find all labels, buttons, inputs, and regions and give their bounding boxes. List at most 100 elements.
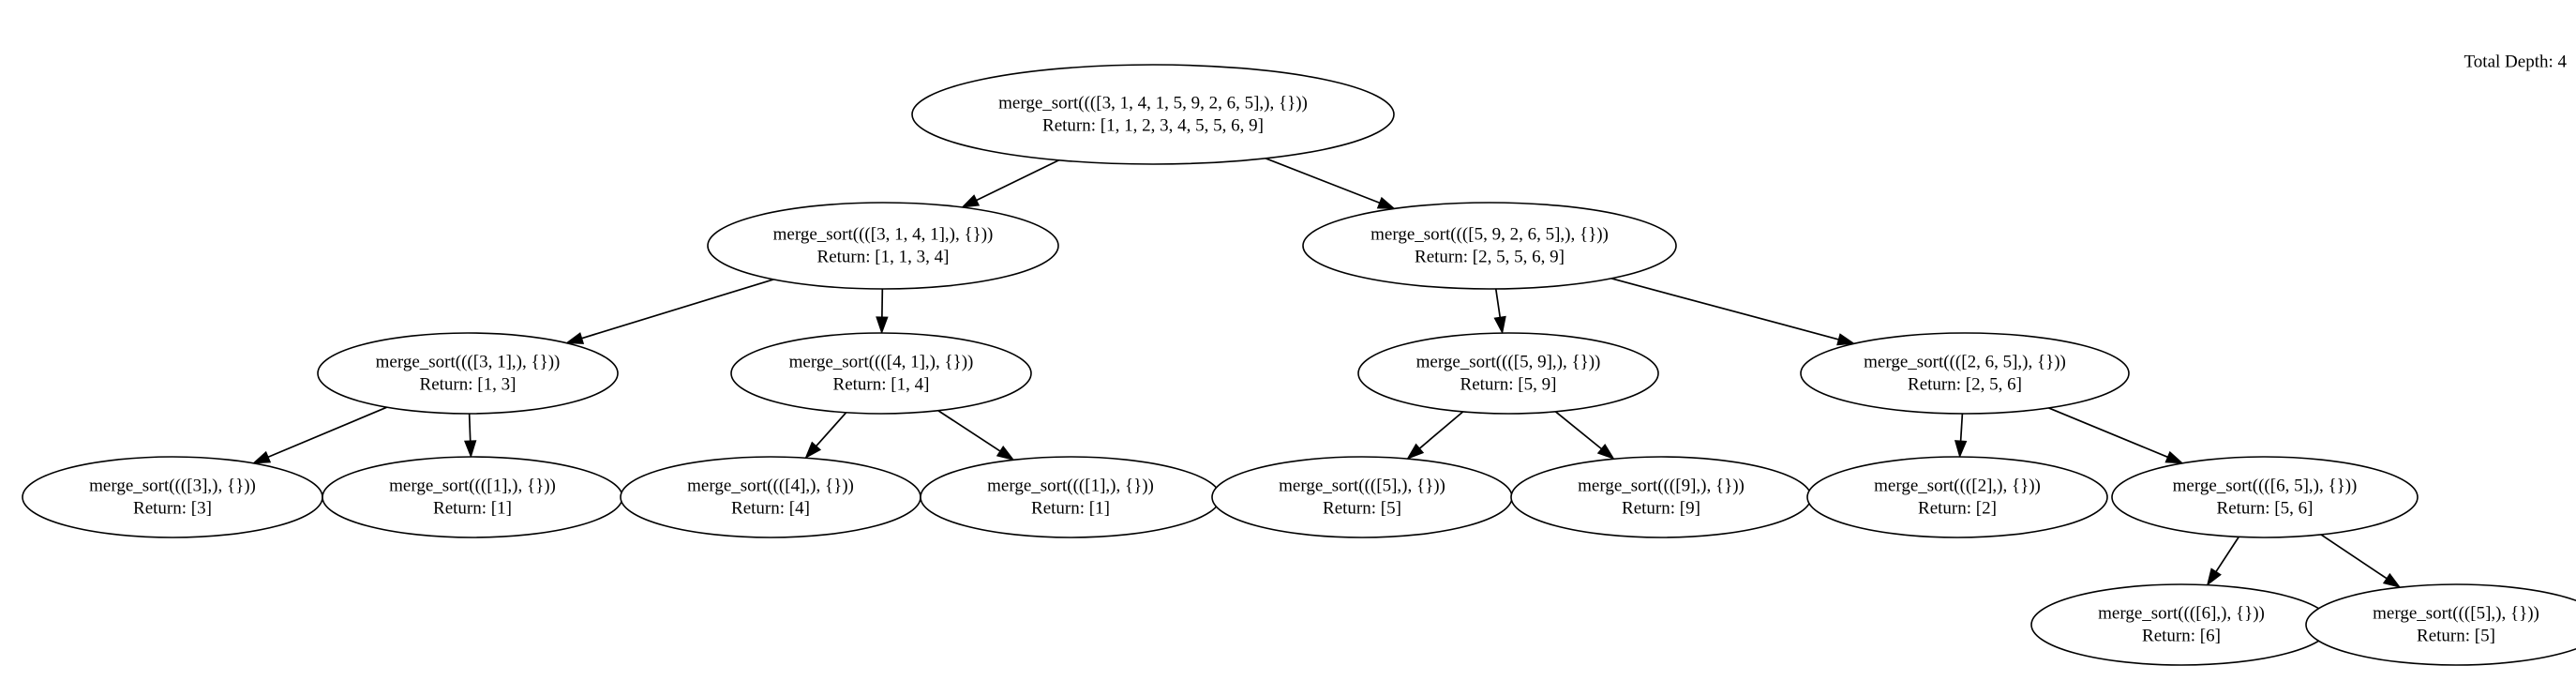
node-call-label: merge_sort((([5],), {})) xyxy=(1279,476,1445,495)
node-return-label: Return: [1] xyxy=(1031,498,1110,518)
arrowhead-icon xyxy=(464,440,477,459)
arrowhead-icon xyxy=(804,441,822,460)
tree-node[interactable]: merge_sort((([1],), {})) Return: [1] xyxy=(920,456,1221,538)
tree-edge xyxy=(937,410,1015,461)
tree-node[interactable]: merge_sort((([1],), {})) Return: [1] xyxy=(322,456,623,538)
tree-edge xyxy=(804,412,847,460)
node-return-label: Return: [6] xyxy=(2142,626,2221,645)
node-return-label: Return: [3] xyxy=(133,498,212,518)
node-ellipse xyxy=(22,456,323,538)
tree-node[interactable]: merge_sort((([3, 1, 4, 1, 5, 9, 2, 6, 5]… xyxy=(911,64,1395,165)
arrowhead-icon xyxy=(2164,450,2184,464)
node-return-label: Return: [2, 5, 6] xyxy=(1908,374,2022,394)
edge-line xyxy=(2048,407,2168,459)
tree-node[interactable]: merge_sort((([2],), {}))Return: [2] xyxy=(1806,456,2108,538)
node-ellipse xyxy=(707,202,1059,290)
tree-node[interactable]: merge_sort((([4, 1],), {})) Return: [1, 4… xyxy=(730,332,1032,415)
arrowhead-icon xyxy=(564,332,585,344)
node-call-label: merge_sort((([3, 1, 4, 1, 5, 9, 2, 6, 5]… xyxy=(998,93,1308,113)
tree-edge xyxy=(464,413,477,459)
arrowhead-icon xyxy=(1493,315,1506,335)
node-ellipse xyxy=(1211,456,1513,538)
arrowhead-icon xyxy=(251,450,272,464)
edge-line xyxy=(2320,534,2388,580)
node-call-label: merge_sort((([5, 9, 2, 6, 5],), {})) xyxy=(1370,224,1609,244)
edge-line xyxy=(468,413,472,442)
arrowhead-icon xyxy=(996,446,1015,461)
node-call-label: merge_sort((([3, 1, 4, 1],), {})) xyxy=(773,224,994,244)
arrowhead-icon xyxy=(1954,440,1968,459)
node-return-label: Return: [5, 9] xyxy=(1460,374,1557,394)
tree-node[interactable]: merge_sort((([3],), {})) Return: [3] xyxy=(22,456,323,538)
tree-node[interactable]: merge_sort((([3, 1, 4, 1],), {})) Return:… xyxy=(707,202,1059,290)
tree-edge xyxy=(2206,536,2239,586)
node-ellipse xyxy=(620,456,921,538)
edge-line xyxy=(1494,288,1502,318)
nodes-layer: merge_sort((([3, 1, 4, 1, 5, 9, 2, 6, 5]… xyxy=(22,64,2576,666)
tree-edge xyxy=(2048,407,2184,464)
node-call-label: merge_sort((([1],), {})) xyxy=(987,476,1154,495)
tree-edge xyxy=(2320,534,2402,588)
tree-edge xyxy=(251,406,387,464)
edge-line xyxy=(976,159,1060,202)
tree-node[interactable]: merge_sort((([5, 9],), {}))Return: [5, 9… xyxy=(1357,332,1659,415)
edge-line xyxy=(1418,411,1464,449)
node-ellipse xyxy=(322,456,623,538)
node-ellipse xyxy=(1806,456,2108,538)
edge-line xyxy=(1610,278,1839,340)
arrowhead-icon xyxy=(961,194,981,208)
node-call-label: merge_sort((([3],), {})) xyxy=(89,476,256,495)
node-return-label: Return: [9] xyxy=(1622,498,1700,518)
edge-line xyxy=(2215,536,2239,572)
tree-node[interactable]: merge_sort((([4],), {}))Return: [4] xyxy=(620,456,921,538)
node-ellipse xyxy=(920,456,1221,538)
edge-line xyxy=(581,279,774,340)
node-return-label: Return: [1] xyxy=(433,498,512,518)
tree-node[interactable]: merge_sort((([5, 9, 2, 6, 5],), {})) Retu… xyxy=(1302,202,1677,290)
edge-line xyxy=(1959,413,1964,442)
node-return-label: Return: [1, 1, 3, 4] xyxy=(817,247,950,266)
node-return-label: Return: [5, 6] xyxy=(2217,498,2314,518)
tree-node[interactable]: merge_sort((([6, 5],), {})) Return: [5, 6… xyxy=(2111,456,2419,538)
node-call-label: merge_sort((([1],), {})) xyxy=(389,476,556,495)
edge-line xyxy=(267,406,387,459)
edges-layer xyxy=(251,158,2402,588)
node-ellipse xyxy=(911,64,1395,165)
node-call-label: merge_sort((([2, 6, 5],), {})) xyxy=(1864,352,2066,371)
node-return-label: Return: [1, 4] xyxy=(833,374,930,394)
node-return-label: Return: [1, 1, 2, 3, 4, 5, 5, 6, 9] xyxy=(1042,115,1264,135)
node-call-label: merge_sort((([3, 1],), {})) xyxy=(376,352,561,371)
arrowhead-icon xyxy=(2382,572,2402,588)
node-ellipse xyxy=(1510,456,1812,538)
node-call-label: merge_sort((([5],), {})) xyxy=(2373,603,2539,623)
tree-edge xyxy=(1554,411,1615,461)
edge-line xyxy=(816,412,847,447)
arrowhead-icon xyxy=(2206,567,2222,586)
node-return-label: Return: [2] xyxy=(1918,498,1997,518)
arrowhead-icon xyxy=(1596,443,1615,461)
tree-node[interactable]: merge_sort((([3, 1],), {})) Return: [1, 3… xyxy=(317,332,619,415)
total-depth-label: Total Depth: 4 xyxy=(2464,52,2568,71)
arrowhead-icon xyxy=(1406,443,1425,460)
node-call-label: merge_sort((([9],), {})) xyxy=(1578,476,1745,495)
tree-node[interactable]: merge_sort((([9],), {})) Return: [9] xyxy=(1510,456,1812,538)
node-call-label: merge_sort((([6, 5],), {})) xyxy=(2173,476,2358,495)
arrowhead-icon xyxy=(1836,333,1856,346)
tree-edge xyxy=(1265,158,1396,209)
node-ellipse xyxy=(1302,202,1677,290)
node-return-label: Return: [2, 5, 5, 6, 9] xyxy=(1415,247,1565,266)
edge-line xyxy=(1554,411,1602,450)
node-call-label: merge_sort((([4, 1],), {})) xyxy=(789,352,974,371)
tree-node[interactable]: merge_sort((([5],), {}))Return: [5] xyxy=(2305,583,2576,666)
node-return-label: Return: [1, 3] xyxy=(420,374,517,394)
tree-edge xyxy=(1610,278,1856,346)
node-ellipse xyxy=(2111,456,2419,538)
node-ellipse xyxy=(1800,332,2130,415)
node-return-label: Return: [4] xyxy=(731,498,810,518)
tree-node[interactable]: merge_sort((([2, 6, 5],), {})) Return: [2… xyxy=(1800,332,2130,415)
node-call-label: merge_sort((([6],), {})) xyxy=(2098,603,2265,623)
tree-node[interactable]: merge_sort((([6],), {})) Return: [6] xyxy=(2030,583,2332,666)
tree-edge xyxy=(876,288,889,335)
tree-node[interactable]: merge_sort((([5],), {}))Return: [5] xyxy=(1211,456,1513,538)
